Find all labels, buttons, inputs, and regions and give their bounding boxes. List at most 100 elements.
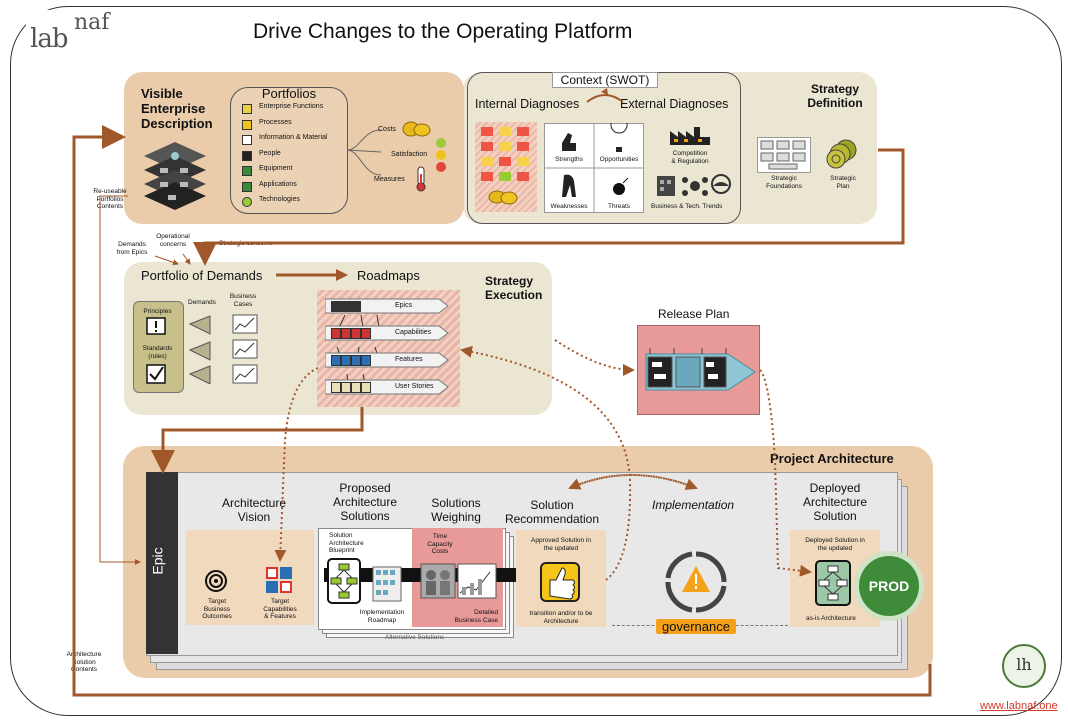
external-diagnoses: External Diagnoses bbox=[620, 97, 729, 111]
opportunities-label: Opportunities bbox=[599, 156, 639, 163]
principles-icon bbox=[146, 317, 166, 335]
strengths-label: Strengths bbox=[555, 156, 583, 163]
demand-megaphones-icon bbox=[188, 312, 214, 384]
logo-naf: naf bbox=[74, 10, 110, 35]
badge-text: lh bbox=[1016, 655, 1032, 674]
strategic-foundations-icon bbox=[757, 137, 811, 173]
as-is-label: as-is Architecture bbox=[806, 615, 856, 622]
portfolio-of-demands-title: Portfolio of Demands bbox=[141, 268, 263, 283]
portfolio-item: People bbox=[242, 150, 352, 162]
portfolio-item-label: Enterprise Functions bbox=[259, 103, 324, 110]
process-arrow-icon bbox=[242, 119, 252, 130]
portfolio-item-label: Technologies bbox=[259, 196, 300, 203]
alternative-solutions-label: Alternative Solutions bbox=[385, 634, 445, 641]
roadmap-epics: Epics bbox=[325, 298, 449, 314]
swot-title: Context (SWOT) bbox=[552, 72, 658, 88]
governance-cycle-icon bbox=[660, 548, 732, 616]
measures-label: Measures bbox=[374, 176, 405, 183]
roadmap-item bbox=[331, 301, 341, 312]
equipment-icon bbox=[242, 166, 252, 176]
labnaf-url-link[interactable]: www.labnaf.one bbox=[980, 700, 1058, 712]
smileys-icon bbox=[435, 138, 447, 174]
thermometer-icon bbox=[414, 166, 428, 192]
enterprise-layers-icon bbox=[140, 140, 210, 210]
page-title: Drive Changes to the Operating Platform bbox=[253, 20, 633, 43]
logo-lab: lab bbox=[30, 24, 68, 54]
portfolio-item-label: Equipment bbox=[259, 165, 293, 172]
costs-label: Costs bbox=[378, 126, 396, 133]
demands-to-roadmaps-arrow bbox=[276, 268, 348, 282]
weighing-icons bbox=[420, 563, 498, 599]
swot-grid: Strengths Opportunities Weaknesses Threa… bbox=[544, 123, 644, 213]
satisfaction-label: Satisfaction bbox=[391, 151, 428, 158]
roadmap-item bbox=[331, 355, 341, 366]
roadmap-capabilities-label: Capabilities bbox=[395, 329, 432, 336]
blueprint-icon bbox=[327, 558, 361, 604]
strategic-concerns-label: Strategic concerns bbox=[219, 240, 273, 247]
implementation-title: Implementation bbox=[652, 498, 735, 512]
threats-label: Threats bbox=[607, 203, 631, 210]
roadmap-item bbox=[351, 382, 361, 393]
factory-icon bbox=[668, 125, 712, 145]
trends-icon bbox=[655, 172, 733, 200]
roadmap-item bbox=[361, 355, 371, 366]
portfolios-title: Portfolios bbox=[261, 86, 317, 101]
principles-label: Principles bbox=[143, 308, 172, 315]
project-architecture-title: Project Architecture bbox=[770, 451, 894, 466]
release-plan-timeline bbox=[640, 340, 758, 400]
portfolio-item: Enterprise Functions bbox=[242, 103, 352, 115]
epic-label: Epic bbox=[149, 547, 166, 575]
roadmap-epics-label: Epics bbox=[395, 302, 413, 309]
portfolio-item: Information & Material bbox=[242, 134, 352, 146]
roadmap-capabilities: Capabilities bbox=[325, 325, 449, 341]
governance-badge: governance bbox=[656, 619, 736, 634]
prod-badge: PROD bbox=[859, 556, 919, 616]
standards-label: Standards(rules) bbox=[142, 345, 173, 360]
deployed-blueprint-icon bbox=[815, 560, 851, 606]
portfolio-item: Equipment bbox=[242, 165, 352, 177]
internal-grid bbox=[475, 122, 537, 212]
internal-diagnoses: Internal Diagnoses bbox=[475, 97, 580, 111]
roadmap-features-label: Features bbox=[395, 356, 423, 363]
people-icon bbox=[242, 150, 252, 161]
portfolio-item-label: People bbox=[259, 149, 281, 157]
release-plan-title: Release Plan bbox=[658, 307, 730, 321]
roadmap-user-stories: User Stories bbox=[325, 379, 449, 395]
roadmap-item bbox=[341, 355, 351, 366]
portfolio-item-label: Applications bbox=[259, 180, 297, 188]
labnaf-badge-icon: lh bbox=[1002, 644, 1046, 688]
weaknesses-label: Weaknesses bbox=[550, 203, 588, 210]
trends-label: Business & Tech. Trends bbox=[651, 203, 723, 210]
technology-icon bbox=[242, 197, 252, 207]
demands-label: Demands bbox=[188, 299, 216, 306]
roadmap-features: Features bbox=[325, 352, 449, 368]
roadmap-item bbox=[361, 328, 371, 339]
outer-frame bbox=[10, 6, 1062, 716]
portfolio-item: Applications bbox=[242, 181, 352, 193]
thumbs-up-icon bbox=[540, 562, 580, 602]
business-case-charts-icon bbox=[232, 314, 258, 384]
portfolio-item: Technologies bbox=[242, 196, 352, 208]
coins-icon bbox=[402, 121, 432, 137]
